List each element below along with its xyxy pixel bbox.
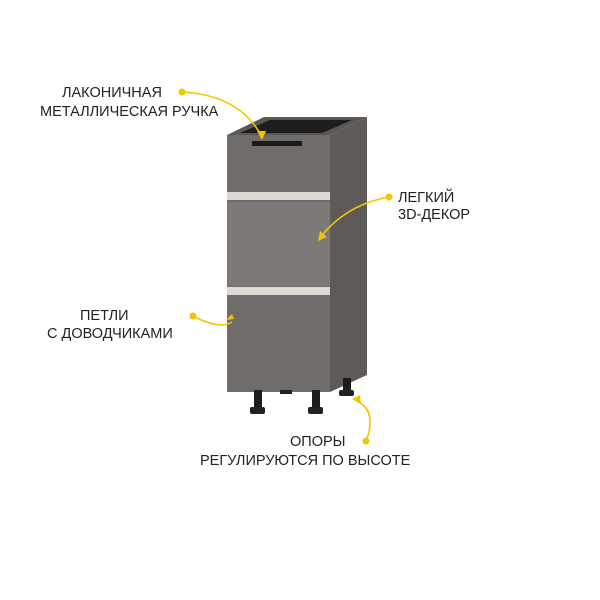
metal-handle	[252, 141, 302, 146]
handle-label-line2: МЕТАЛЛИЧЕСКАЯ РУЧКА	[40, 104, 219, 120]
callout-dots	[178, 88, 393, 445]
cabinet-opening	[240, 120, 352, 133]
leg	[343, 378, 351, 393]
decor-panel	[227, 202, 330, 286]
hinges-label-line1: ПЕТЛИ	[80, 308, 129, 324]
leg	[254, 390, 262, 410]
trim-strip-bottom	[227, 287, 330, 295]
cabinet	[227, 117, 367, 414]
arrowhead	[226, 314, 234, 320]
handle-label-line1: ЛАКОНИЧНАЯ	[62, 85, 162, 101]
cabinet-side	[330, 117, 367, 392]
leg	[280, 390, 292, 394]
leg-foot	[308, 407, 323, 414]
arrowhead	[257, 131, 266, 140]
trim-strip-top	[227, 192, 330, 200]
decor-label-line2: 3D-ДЕКОР	[398, 207, 471, 223]
decor-label-line1: ЛЕГКИЙ	[398, 190, 455, 206]
leg-foot	[250, 407, 265, 414]
legs-label-line2: РЕГУЛИРУЮТСЯ ПО ВЫСОТЕ	[200, 453, 411, 469]
arrowhead	[318, 231, 327, 241]
leg	[312, 390, 320, 410]
leg-foot	[339, 390, 354, 396]
arrowhead	[352, 395, 361, 404]
callout-lines	[181, 91, 390, 442]
legs-label-line1: ОПОРЫ	[290, 434, 346, 450]
hinges-label-line2: С ДОВОДЧИКАМИ	[47, 326, 173, 342]
